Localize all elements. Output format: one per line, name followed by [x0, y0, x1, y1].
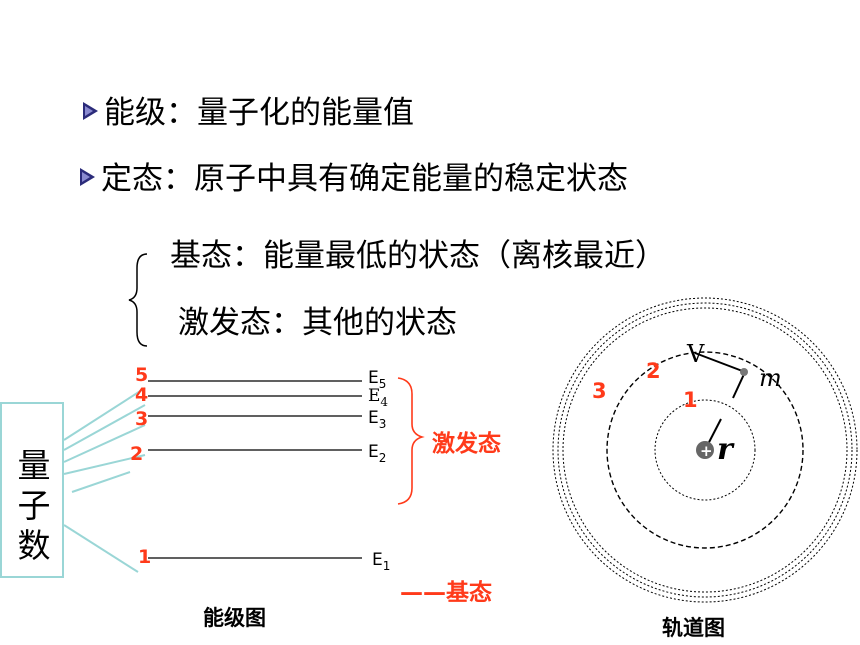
fan-line: [63, 454, 146, 475]
quantum-char: 数: [17, 526, 51, 565]
nucleus-icon: [696, 441, 714, 459]
level-number: 2: [130, 443, 144, 465]
bullet-text: 能级：量子化的能量值: [104, 95, 414, 131]
velocity-vector: [694, 352, 746, 373]
excited-state-label: 激发态: [432, 431, 501, 457]
orbit-shell-1: [654, 399, 756, 501]
outer-orbit: [557, 302, 853, 598]
energy-label-5: E5: [368, 368, 387, 391]
bullet-energy-level: 能级：量子化的能量值: [83, 95, 414, 131]
fan-line: [71, 471, 131, 493]
shell-number-3: 3: [592, 379, 607, 403]
ground-state-label: ——基态: [400, 580, 492, 606]
arrow-bullet-icon: [83, 102, 98, 120]
level-lines: [148, 380, 362, 559]
mass-label: m: [759, 364, 782, 392]
electron: [740, 368, 748, 376]
radius-label: r: [717, 432, 733, 467]
shell-number-1: 1: [683, 388, 698, 412]
orbit-shell-2: [606, 351, 804, 549]
level-number: 3: [135, 408, 149, 430]
orbit-diagram-caption: 轨道图: [662, 616, 725, 640]
outer-orbit: [562, 307, 848, 593]
fan-line: [63, 424, 146, 463]
level-number: 1: [138, 546, 152, 568]
mass-pointer: [732, 371, 746, 399]
energy-label-2: E2: [368, 442, 387, 465]
fan-line: [63, 524, 139, 573]
energy-label-1: E1: [372, 550, 391, 573]
states-brace: [128, 253, 148, 347]
bullet-stationary-state: 定态：原子中具有确定能量的稳定状态: [80, 161, 628, 197]
outer-orbit: [552, 297, 858, 603]
nucleus-charge: +: [700, 442, 713, 460]
level-number: 4: [135, 384, 149, 406]
shell-number-2: 2: [646, 359, 661, 383]
bullet-text: 定态：原子中具有确定能量的稳定状态: [101, 161, 628, 197]
ground-state-definition: 基态：能量最低的状态（离核最近）: [170, 238, 666, 274]
fan-line: [63, 387, 146, 441]
energy-diagram-caption: 能级图: [203, 606, 266, 630]
excited-state-definition: 激发态：其他的状态: [178, 305, 457, 341]
arrow-bullet-icon: [80, 168, 95, 186]
orbit-diagram: [552, 297, 858, 603]
energy-label-3: E3: [368, 408, 387, 431]
quantum-char: 子: [17, 486, 51, 525]
energy-label-4: E4: [368, 386, 389, 409]
quantum-char: 量: [17, 446, 51, 485]
excited-brace: [397, 377, 425, 505]
fan-lines: [63, 387, 146, 573]
fan-line: [63, 404, 146, 451]
level-number: 5: [135, 364, 149, 386]
quantum-number-box: 量 子 数: [0, 402, 64, 578]
velocity-label: V: [687, 340, 705, 368]
